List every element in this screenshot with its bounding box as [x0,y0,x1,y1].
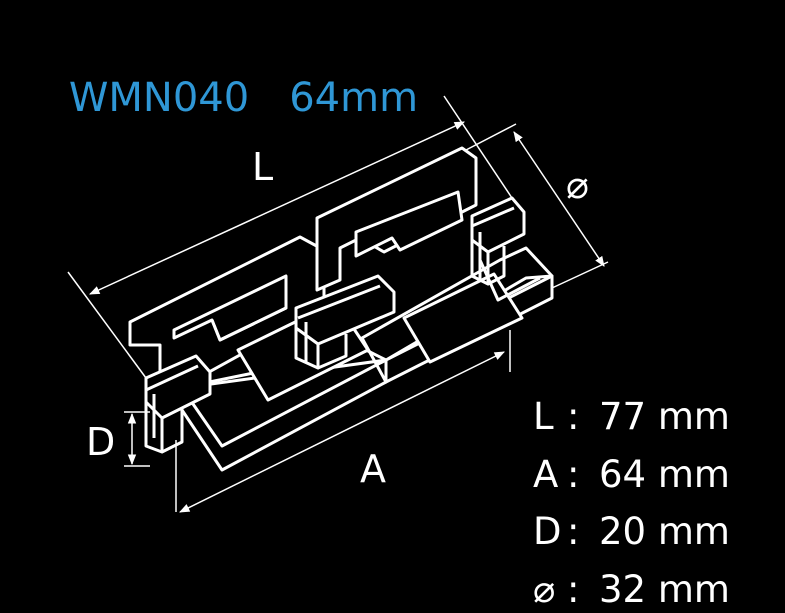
product-title: WMN040 64mm [18,38,418,158]
spec-row-depth: D : 20 mm [533,503,730,561]
spec-key: A [533,452,559,496]
spec-key: ⌀ [533,567,556,611]
spec-separator: : [567,510,580,554]
spec-list: L : 77 mm A : 64 mm D : 20 mm ⌀ : 32 mm [533,388,730,613]
diameter-label: ⌀ [566,163,589,207]
spec-row-diameter: ⌀ : 32 mm [533,561,730,613]
length-label: L [252,145,274,189]
spec-value: 20 mm [599,510,730,554]
diameter-dimension [465,123,609,289]
spec-separator: : [567,452,580,496]
spec-value: 32 mm [599,567,730,611]
spec-separator: : [567,395,580,439]
right-end-cap [470,196,526,286]
depth-dimension [124,411,150,467]
spec-separator: : [567,567,580,611]
depth-label: D [86,420,116,464]
spec-value: 64 mm [599,452,730,496]
product-size: 64mm [289,75,419,121]
left-link [128,235,388,472]
spec-key: L [533,395,554,439]
spec-row-center: A : 64 mm [533,446,730,504]
center-label: A [360,447,386,491]
spec-row-length: L : 77 mm [533,388,730,446]
model-number: WMN040 [68,75,250,121]
spec-value: 77 mm [599,395,730,439]
length-dimension [67,95,513,379]
handle-outline [128,146,554,472]
spec-key: D [533,510,562,554]
center-dimension [175,330,511,513]
